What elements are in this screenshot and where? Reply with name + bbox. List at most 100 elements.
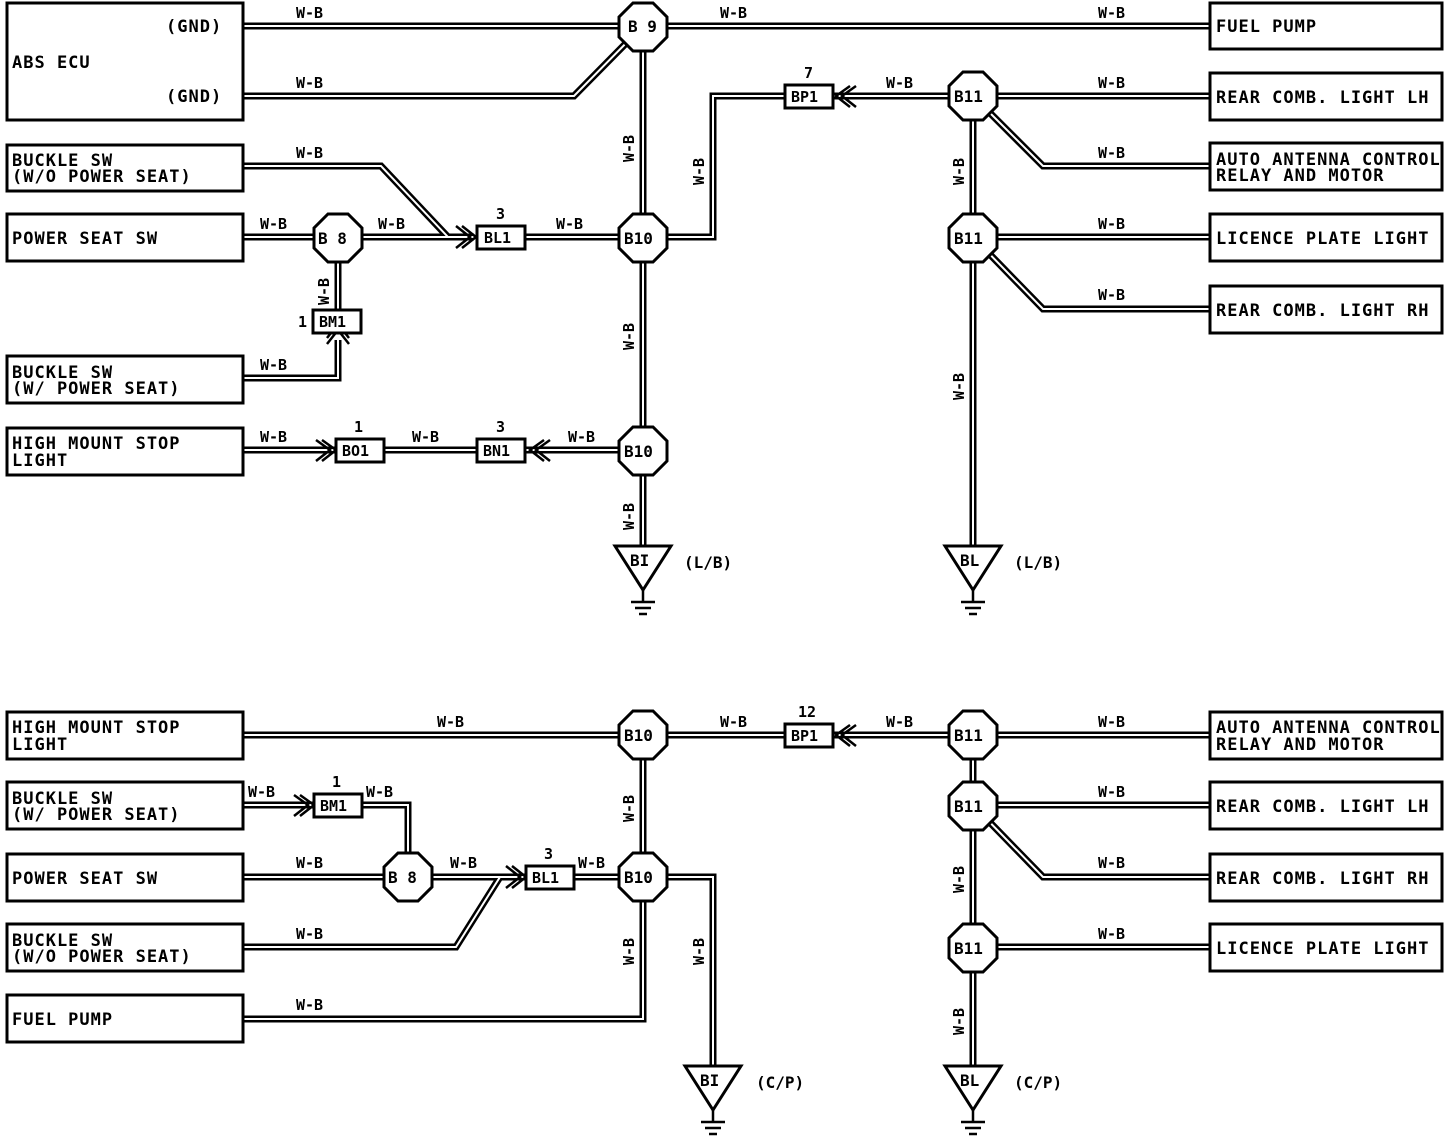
- svg-text:W-B: W-B: [578, 854, 605, 872]
- top-wires: [243, 22, 1210, 548]
- svg-text:W-B: W-B: [315, 278, 333, 305]
- svg-text:7: 7: [804, 64, 813, 82]
- svg-text:LICENCE PLATE LIGHT: LICENCE PLATE LIGHT: [1216, 229, 1429, 249]
- bottom-buckle-sw-wo-power-seat: BUCKLE SW (W/O POWER SEAT): [5, 922, 245, 973]
- svg-text:BL: BL: [960, 551, 979, 570]
- svg-text:(W/O POWER SEAT): (W/O POWER SEAT): [12, 947, 192, 967]
- bottom-ground-bi: BI (C/P): [683, 1064, 804, 1136]
- svg-text:B 8: B 8: [318, 229, 347, 248]
- svg-text:W-B: W-B: [296, 925, 323, 943]
- svg-text:W-B: W-B: [950, 158, 968, 185]
- top-auto-antenna: AUTO ANTENNA CONTROL RELAY AND MOTOR: [1208, 141, 1444, 192]
- svg-text:AUTO ANTENNA CONTROL: AUTO ANTENNA CONTROL: [1216, 718, 1441, 738]
- svg-text:BM1: BM1: [320, 797, 347, 815]
- svg-text:W-B: W-B: [412, 428, 439, 446]
- svg-text:B11: B11: [954, 87, 983, 106]
- svg-text:W-B: W-B: [720, 713, 747, 731]
- svg-text:3: 3: [496, 205, 505, 223]
- svg-text:W-B: W-B: [620, 795, 638, 822]
- top-junction-b10b: B10: [617, 425, 669, 477]
- top-junction-b8: B 8: [312, 212, 364, 264]
- svg-text:AUTO ANTENNA CONTROL: AUTO ANTENNA CONTROL: [1216, 150, 1441, 170]
- svg-text:B11: B11: [954, 229, 983, 248]
- svg-text:LICENCE PLATE LIGHT: LICENCE PLATE LIGHT: [1216, 939, 1429, 959]
- svg-text:BP1: BP1: [791, 727, 818, 745]
- top-junction-b11a: B11: [947, 70, 999, 122]
- svg-text:W-B: W-B: [950, 866, 968, 893]
- svg-text:12: 12: [798, 703, 816, 721]
- svg-text:B 9: B 9: [628, 17, 657, 36]
- svg-text:W-B: W-B: [296, 144, 323, 162]
- top-licence-plate-light: LICENCE PLATE LIGHT: [1208, 212, 1444, 263]
- bottom-high-mount-stop-light: HIGH MOUNT STOP LIGHT: [5, 710, 245, 761]
- svg-text:3: 3: [496, 418, 505, 436]
- svg-text:W-B: W-B: [248, 783, 275, 801]
- svg-text:W-B: W-B: [1098, 144, 1125, 162]
- svg-text:HIGH MOUNT STOP: HIGH MOUNT STOP: [12, 718, 181, 738]
- svg-text:W-B: W-B: [886, 713, 913, 731]
- svg-text:POWER SEAT SW: POWER SEAT SW: [12, 229, 158, 249]
- svg-text:W-B: W-B: [296, 854, 323, 872]
- svg-text:W-B: W-B: [620, 323, 638, 350]
- top-chevrons: [315, 84, 857, 462]
- svg-text:W-B: W-B: [690, 158, 708, 185]
- svg-text:W-B: W-B: [620, 503, 638, 530]
- svg-text:W-B: W-B: [260, 215, 287, 233]
- svg-text:REAR COMB. LIGHT LH: REAR COMB. LIGHT LH: [1216, 88, 1429, 108]
- svg-text:W-B: W-B: [260, 356, 287, 374]
- svg-text:W-B: W-B: [1098, 286, 1125, 304]
- bottom-junction-b11c: B11: [947, 922, 999, 974]
- svg-text:B10: B10: [624, 229, 653, 248]
- bottom-junction-b11b: B11: [947, 780, 999, 832]
- svg-text:(C/P): (C/P): [1014, 1073, 1062, 1092]
- svg-text:BO1: BO1: [342, 442, 369, 460]
- top-power-seat-sw: POWER SEAT SW: [5, 212, 245, 263]
- top-ground-bi: BI (L/B): [613, 544, 732, 616]
- svg-text:(C/P): (C/P): [756, 1073, 804, 1092]
- svg-text:B11: B11: [954, 939, 983, 958]
- svg-text:W-B: W-B: [950, 1008, 968, 1035]
- svg-text:B11: B11: [954, 797, 983, 816]
- svg-text:W-B: W-B: [1098, 783, 1125, 801]
- bottom-junction-b10a: B10: [617, 709, 669, 761]
- bottom-auto-antenna: AUTO ANTENNA CONTROL RELAY AND MOTOR: [1208, 710, 1444, 761]
- top-junction-b10a: B10: [617, 212, 669, 264]
- svg-text:W-B: W-B: [1098, 925, 1125, 943]
- svg-text:RELAY AND MOTOR: RELAY AND MOTOR: [1216, 735, 1385, 755]
- svg-text:W-B: W-B: [720, 4, 747, 22]
- svg-text:REAR COMB. LIGHT RH: REAR COMB. LIGHT RH: [1216, 301, 1429, 321]
- top-connector-bl1: BL1 3: [475, 205, 527, 251]
- top-rear-comb-light-rh: REAR COMB. LIGHT RH: [1208, 284, 1444, 335]
- top-junction-b11b: B11: [947, 212, 999, 264]
- svg-text:1: 1: [332, 773, 341, 791]
- svg-text:ABS ECU: ABS ECU: [12, 53, 91, 73]
- bottom-fuel-pump: FUEL PUMP: [5, 993, 245, 1044]
- svg-text:1: 1: [298, 313, 307, 331]
- svg-text:W-B: W-B: [437, 713, 464, 731]
- svg-text:BUCKLE SW: BUCKLE SW: [12, 151, 113, 171]
- svg-text:B11: B11: [954, 726, 983, 745]
- svg-text:BUCKLE SW: BUCKLE SW: [12, 363, 113, 383]
- svg-text:(GND): (GND): [166, 87, 222, 107]
- top-ground-bl: BL (L/B): [943, 544, 1062, 616]
- bottom-junction-b11a: B11: [947, 709, 999, 761]
- bottom-connector-bp1: BP1 12: [783, 703, 835, 749]
- svg-text:(L/B): (L/B): [684, 553, 732, 572]
- svg-text:W-B: W-B: [556, 215, 583, 233]
- svg-text:FUEL PUMP: FUEL PUMP: [12, 1010, 113, 1030]
- bottom-rear-comb-light-rh: REAR COMB. LIGHT RH: [1208, 852, 1444, 903]
- svg-text:LIGHT: LIGHT: [12, 451, 68, 471]
- svg-text:W-B: W-B: [950, 373, 968, 400]
- svg-text:W-B: W-B: [620, 938, 638, 965]
- bottom-connector-bl1: BL1 3: [524, 845, 576, 891]
- svg-text:W-B: W-B: [296, 74, 323, 92]
- svg-text:W-B: W-B: [296, 4, 323, 22]
- svg-text:BI: BI: [630, 551, 649, 570]
- bottom-wire-labels: W-B W-B W-B W-B W-B W-B W-B W-B W-B W-B …: [248, 713, 1125, 1035]
- svg-text:B10: B10: [624, 868, 653, 887]
- top-abs-ecu: ABS ECU (GND) (GND): [5, 1, 245, 122]
- top-fuel-pump: FUEL PUMP: [1208, 1, 1444, 51]
- svg-text:1: 1: [354, 418, 363, 436]
- svg-text:REAR COMB. LIGHT LH: REAR COMB. LIGHT LH: [1216, 797, 1429, 817]
